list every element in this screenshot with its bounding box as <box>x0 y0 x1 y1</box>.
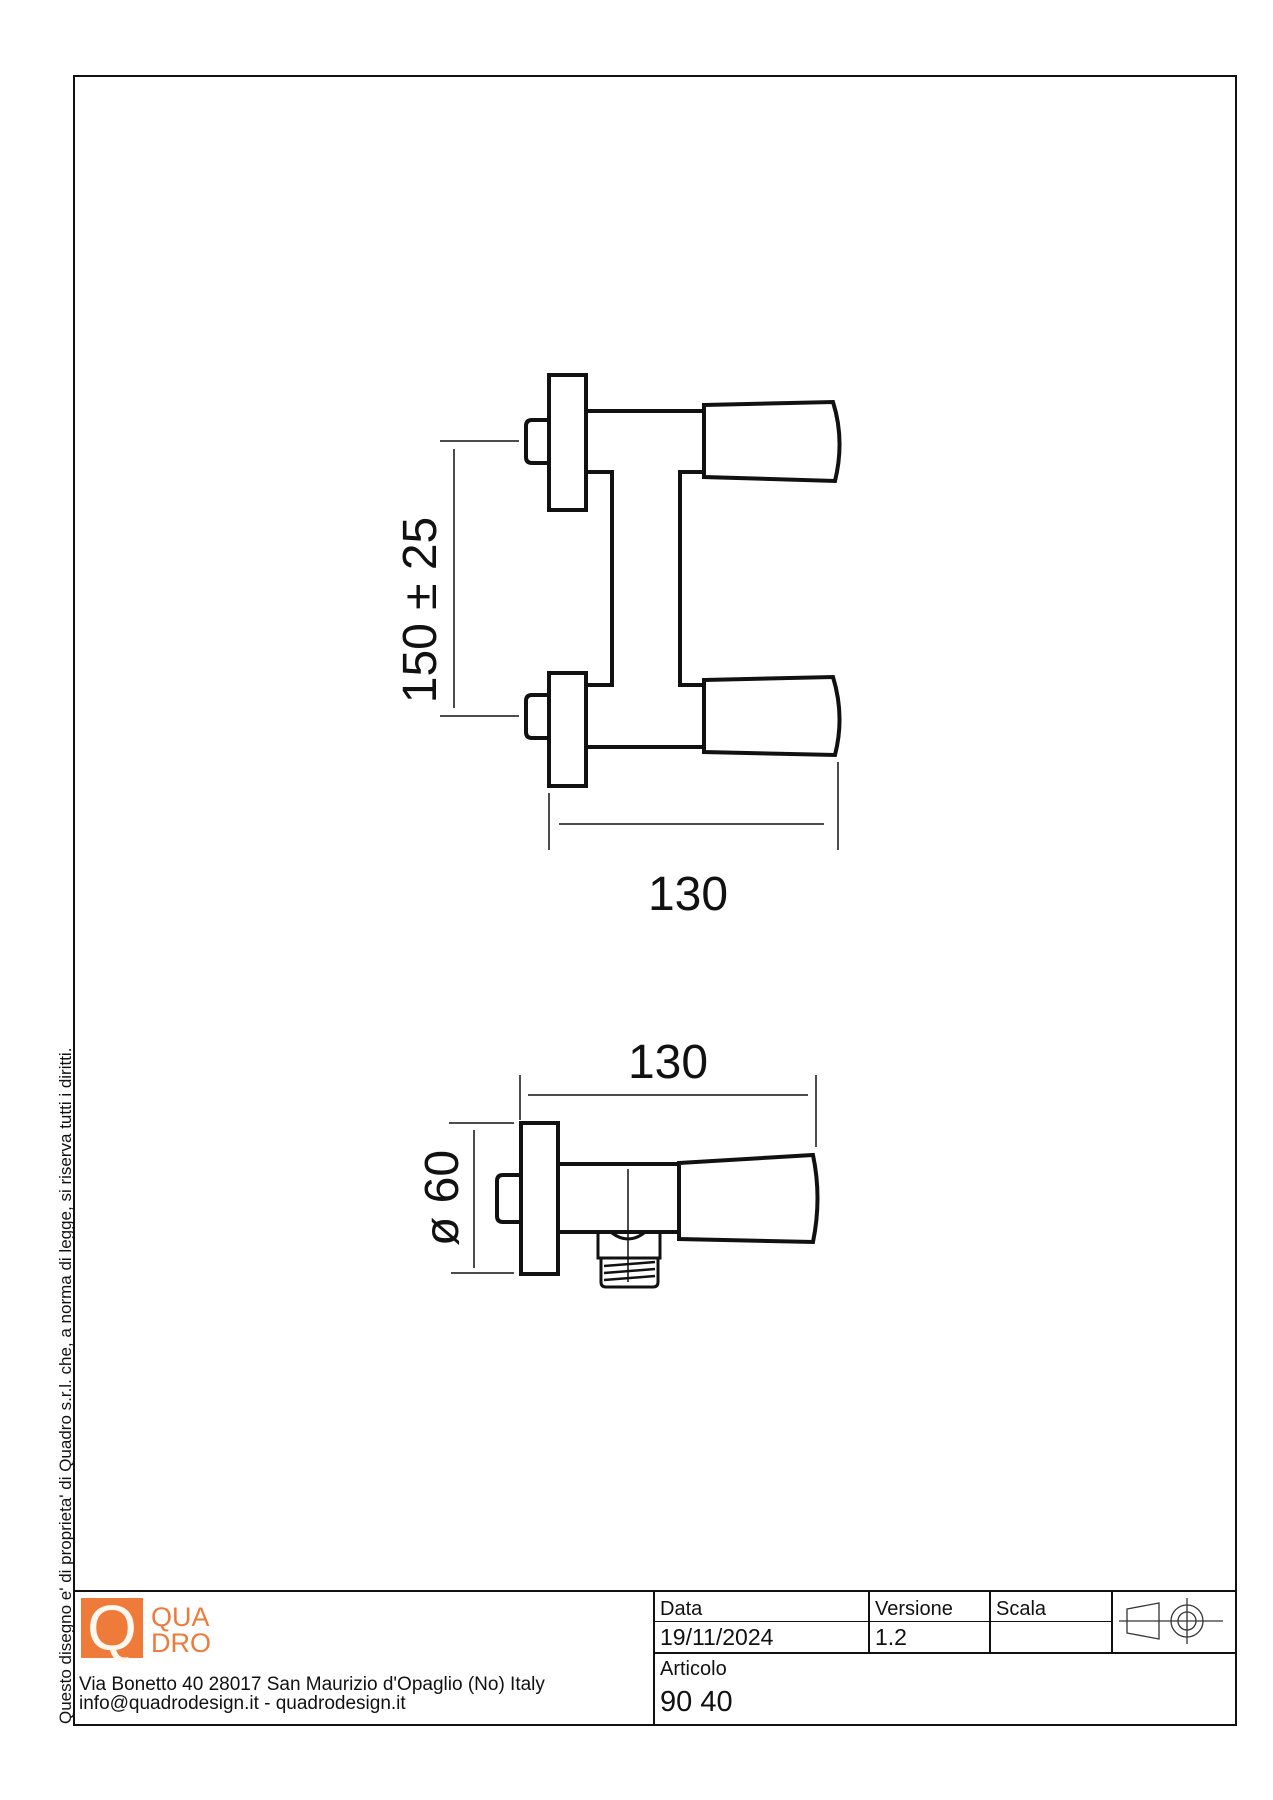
logo-text-bottom: DRO <box>151 1628 211 1658</box>
articolo-value: 90 40 <box>660 1686 733 1718</box>
company-info: Q QUA DRO Via Bonetto 40 28017 San Mauri… <box>73 1592 653 1726</box>
side-pin <box>495 1173 520 1224</box>
side-handle <box>677 1152 820 1245</box>
projection-symbol-icon <box>1119 1598 1223 1644</box>
versione-value: 1.2 <box>875 1624 907 1650</box>
top-flange <box>547 373 588 512</box>
logo-mark: Q <box>81 1596 143 1660</box>
top-handle <box>702 399 842 484</box>
drawing-frame <box>73 75 1237 1726</box>
diameter-dimension-label: ø 60 <box>416 1150 469 1246</box>
data-label: Data <box>660 1598 703 1620</box>
side-flange <box>519 1121 560 1276</box>
data-value: 19/11/2024 <box>660 1624 774 1650</box>
front-view <box>440 373 842 850</box>
technical-drawing: 150 ± 25 130 130 ø 60 <box>394 373 842 1289</box>
side-view <box>449 1075 820 1289</box>
logo-text-top: QUA <box>151 1602 210 1632</box>
title-block: Q QUA DRO Via Bonetto 40 28017 San Mauri… <box>73 1590 1235 1726</box>
top-pin <box>524 418 548 465</box>
versione-label: Versione <box>875 1598 953 1620</box>
front-width-dimension-label: 130 <box>648 868 728 921</box>
scala-label: Scala <box>996 1598 1047 1620</box>
bottom-pin <box>524 693 548 740</box>
contact: info@quadrodesign.it - quadrodesign.it <box>79 1693 406 1714</box>
bottom-flange <box>547 671 588 788</box>
address: Via Bonetto 40 28017 San Maurizio d'Opag… <box>79 1674 545 1695</box>
bottom-handle <box>702 674 842 758</box>
height-dimension-label: 150 ± 25 <box>394 517 447 704</box>
articolo-label: Articolo <box>660 1658 727 1680</box>
side-width-dimension-label: 130 <box>628 1036 708 1089</box>
